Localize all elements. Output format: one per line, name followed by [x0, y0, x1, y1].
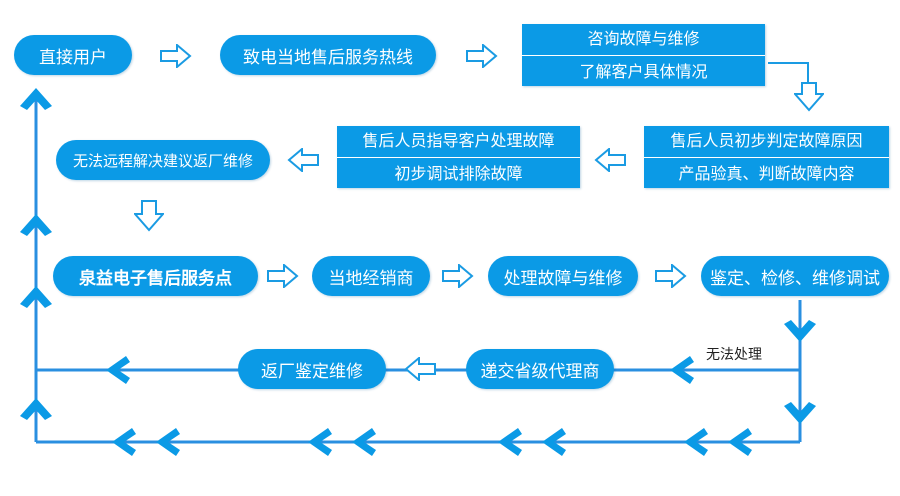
- node-cannot-remote: 无法远程解决建议返厂维修: [56, 140, 270, 180]
- arrow-left-icon: [404, 357, 436, 381]
- node-inspect-repair: 鉴定、检修、维修调试: [701, 256, 889, 296]
- node-remote-guidance: 售后人员指导客户处理故障 初步调试排除故障: [337, 126, 580, 188]
- chevron-up-icon: [20, 214, 52, 236]
- chevron-up-icon: [20, 398, 52, 420]
- node-direct-user: 直接用户: [14, 35, 132, 75]
- chevron-left-icon: [684, 428, 708, 456]
- chevron-left-icon: [352, 428, 376, 456]
- chevron-left-icon: [670, 356, 694, 384]
- cannot-handle-note: 无法处理: [704, 346, 764, 364]
- node-call-local-service: 致电当地售后服务热线: [220, 35, 436, 75]
- node-label-line1: 咨询故障与维修: [587, 28, 700, 48]
- node-label: 无法远程解决建议返厂维修: [72, 151, 253, 170]
- chevron-left-icon: [542, 428, 566, 456]
- arrow-down-icon: [794, 82, 824, 112]
- chevron-up-icon: [20, 286, 52, 308]
- node-handle-fault: 处理故障与维修: [488, 256, 638, 296]
- node-label-line2: 初步调试排除故障: [394, 163, 523, 183]
- arrow-right-icon: [160, 44, 192, 68]
- chevron-left-icon: [112, 428, 136, 456]
- node-label: 泉益电子售后服务点: [79, 268, 232, 289]
- node-initial-judgment: 售后人员初步判定故障原因 产品验真、判断故障内容: [644, 126, 889, 188]
- arrow-left-icon: [594, 148, 626, 172]
- node-label: 返厂鉴定维修: [261, 361, 363, 382]
- chevron-left-icon: [728, 428, 752, 456]
- chevron-left-icon: [106, 356, 130, 384]
- node-label: 直接用户: [39, 47, 107, 68]
- node-provincial-agent: 递交省级代理商: [466, 349, 614, 389]
- arrow-down-icon: [134, 200, 164, 232]
- chevron-left-icon: [498, 428, 522, 456]
- divider: [522, 54, 765, 56]
- node-service-point: 泉益电子售后服务点: [53, 256, 258, 296]
- chevron-up-icon: [20, 88, 52, 110]
- chevron-left-icon: [156, 428, 180, 456]
- arrow-right-icon: [655, 264, 687, 288]
- node-local-dealer: 当地经销商: [312, 256, 430, 296]
- arrow-right-icon: [466, 44, 498, 68]
- arrow-right-icon: [267, 264, 299, 288]
- node-label: 递交省级代理商: [480, 361, 600, 382]
- node-label: 致电当地售后服务热线: [243, 47, 413, 68]
- arrow-left-icon: [287, 148, 319, 172]
- arrow-right-icon: [442, 264, 474, 288]
- node-label: 处理故障与维修: [503, 268, 623, 289]
- chevron-down-icon: [784, 320, 816, 342]
- node-consult: 咨询故障与维修 了解客户具体情况: [522, 24, 765, 86]
- chevron-left-icon: [308, 428, 332, 456]
- chevron-down-icon: [784, 402, 816, 424]
- divider: [337, 156, 580, 158]
- divider: [644, 156, 889, 158]
- node-label-line1: 售后人员初步判定故障原因: [670, 130, 863, 150]
- node-return-factory: 返厂鉴定维修: [238, 349, 386, 389]
- node-label: 当地经销商: [328, 268, 414, 289]
- node-label-line1: 售后人员指导客户处理故障: [362, 130, 555, 150]
- node-label: 鉴定、检修、维修调试: [710, 268, 880, 289]
- node-label-line2: 了解客户具体情况: [579, 61, 708, 81]
- node-label-line2: 产品验真、判断故障内容: [678, 163, 855, 183]
